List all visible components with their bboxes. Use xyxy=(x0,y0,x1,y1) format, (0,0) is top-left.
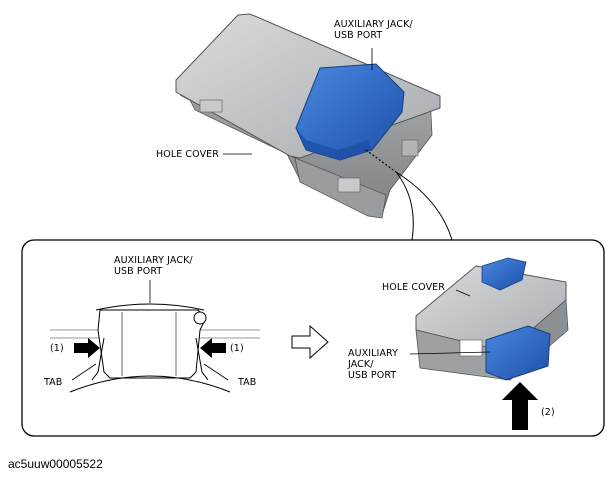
section-curve xyxy=(69,375,231,393)
right-aux-leader xyxy=(409,351,491,355)
section-body xyxy=(97,309,207,379)
arrow-next-step xyxy=(291,324,329,360)
right-slot xyxy=(459,339,483,357)
tab-left-label: TAB xyxy=(44,377,63,388)
tab-left-shape xyxy=(91,337,105,381)
top-body-front xyxy=(189,99,387,219)
tab-right-label: TAB xyxy=(238,377,257,388)
detail-left-section xyxy=(50,280,260,393)
right-label-aux-jack: AUXILIARY JACK/ USB PORT xyxy=(348,348,399,381)
top-tab-right xyxy=(337,177,361,193)
section-cap xyxy=(95,303,205,311)
right-label-hole-cover: HOLE COVER xyxy=(382,282,445,293)
left-label-aux-jack: AUXILIARY JACK/ USB PORT xyxy=(114,255,193,277)
top-tab-far xyxy=(401,139,419,157)
connector-curve-2 xyxy=(395,171,453,241)
right-label-step-1: (1) xyxy=(230,343,244,354)
right-hole-cover-leader xyxy=(455,289,471,297)
label-step-2: (2) xyxy=(541,407,555,418)
detail-right-section xyxy=(409,257,569,430)
figure-caption: ac5uuw00005522 xyxy=(8,457,103,471)
top-hole-cover-assembly xyxy=(175,13,453,241)
top-aux-jack-shade xyxy=(296,128,372,160)
section-knob xyxy=(193,311,207,325)
arrow-push-up xyxy=(502,382,538,430)
right-aux-jack-top xyxy=(481,257,527,291)
top-label-hole-cover: HOLE COVER xyxy=(156,149,219,160)
arrow-press-right xyxy=(200,338,226,358)
top-tab-left xyxy=(199,99,223,113)
right-aux-jack-body xyxy=(485,325,551,381)
arrow-press-left xyxy=(74,338,100,358)
tab-right-leader xyxy=(203,363,229,381)
tab-right-shape xyxy=(195,337,209,381)
left-label-step-1: (1) xyxy=(50,343,64,354)
connector-curve-1 xyxy=(395,171,414,241)
top-label-aux-jack: AUXILIARY JACK/ USB PORT xyxy=(334,19,413,41)
tab-left-leader xyxy=(71,363,97,381)
